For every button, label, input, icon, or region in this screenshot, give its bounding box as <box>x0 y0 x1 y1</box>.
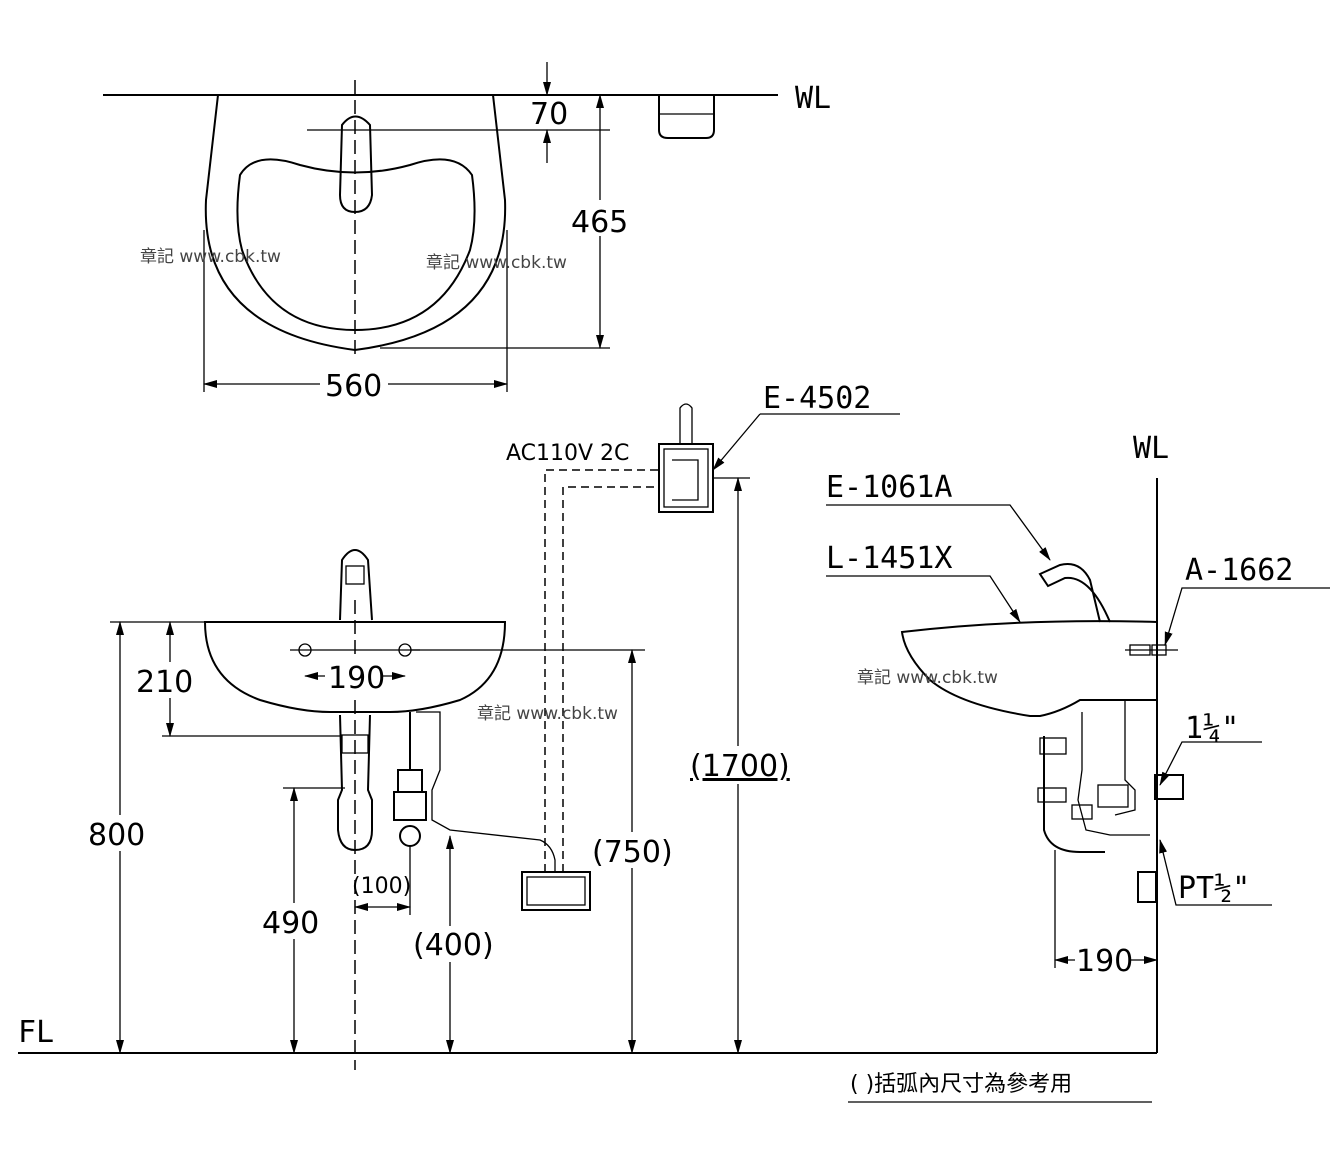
leader-supply <box>1159 839 1272 906</box>
label-e4502: E-4502 <box>763 381 871 416</box>
leader-drain <box>1159 741 1262 786</box>
leader-l1451x <box>826 575 1021 623</box>
supply-line-side <box>1077 712 1150 836</box>
label-a1662: A-1662 <box>1185 553 1293 588</box>
dim-490: 490 <box>262 906 319 941</box>
label-drain: 1¼" <box>1185 711 1239 746</box>
dim-1700-bg <box>688 746 788 784</box>
sensor-box-inner <box>663 448 709 508</box>
cable-front <box>416 711 556 872</box>
wl-label-top: WL <box>795 81 831 116</box>
dim-1700: (1700) <box>690 749 790 784</box>
dim-210: 210 <box>136 665 193 700</box>
wl-label-side: WL <box>1133 431 1169 466</box>
faucet-front <box>339 549 373 621</box>
dim-750-bg <box>590 832 674 868</box>
hose-side <box>1114 700 1136 816</box>
watermark-3: 章記 www.cbk.tw <box>477 704 618 724</box>
dim-190-side-bg <box>1075 944 1131 976</box>
dim-560-bg <box>320 368 388 402</box>
label-supply: PT½" <box>1178 871 1250 906</box>
plan-view: 70 465 560 WL 章記 www.cbk.tw 章記 www.cbk.t… <box>103 62 831 404</box>
conduit-b <box>562 486 660 872</box>
faucet-plan <box>338 115 374 214</box>
hanger-nut-1 <box>1129 644 1151 656</box>
trap-side <box>1043 736 1105 853</box>
trap-nut-side-2 <box>1037 787 1067 803</box>
supply-stop <box>1137 871 1157 903</box>
dim-400: (400) <box>413 928 494 963</box>
watermark-2: 章記 www.cbk.tw <box>426 253 567 273</box>
angle-valve <box>399 825 421 847</box>
bowl-outline-plan <box>236 158 476 332</box>
dim-490-bg <box>262 903 326 939</box>
sensor-window <box>672 459 699 501</box>
faucet-side <box>1038 563 1111 623</box>
dim-800-bg <box>88 815 152 851</box>
dim-210-bg <box>136 662 196 698</box>
control-box-inner <box>526 876 586 906</box>
hanger-nut-2 <box>1151 644 1167 656</box>
sensor-wire <box>679 403 693 444</box>
dim-190-bg <box>325 660 381 694</box>
valve-side <box>1097 784 1129 808</box>
drain-outlet <box>1154 774 1184 800</box>
front-view: FL E-4502 AC110V 2C <box>18 381 1157 1070</box>
solenoid-side <box>1071 804 1093 820</box>
solenoid <box>397 769 423 793</box>
label-l1451x: L-1451X <box>826 541 952 576</box>
dim-100: (100) <box>352 874 411 899</box>
dim-750: (750) <box>592 835 673 870</box>
dim-560: 560 <box>325 369 382 404</box>
leader-a1662 <box>1164 587 1330 646</box>
fl-label: FL <box>18 1015 54 1050</box>
dim-800: 800 <box>88 818 145 853</box>
sensor-box <box>658 443 714 513</box>
leader-e4502 <box>712 413 761 471</box>
valve-body <box>393 791 427 821</box>
conduit-a <box>544 469 660 872</box>
side-view: WL E-1061A L-1451X A-1662 1¼" PT½" 1 <box>826 431 1330 1053</box>
basin-front <box>203 621 507 713</box>
sensor-plan <box>658 95 715 139</box>
dim-190-front: 190 <box>328 661 385 696</box>
dim-465-bg <box>570 200 630 236</box>
label-e1061a: E-1061A <box>826 470 952 505</box>
leader-e1061a <box>826 504 1051 561</box>
trap-nut-side <box>1039 737 1067 755</box>
dim-190-side: 190 <box>1076 944 1133 979</box>
watermark-4: 章記 www.cbk.tw <box>857 668 998 688</box>
control-box <box>521 871 591 911</box>
basin-side <box>900 620 1158 717</box>
watermark-1: 章記 www.cbk.tw <box>140 247 281 267</box>
dim-400-bg <box>412 926 490 962</box>
note-text: ( )括弧內尺寸為參考用 <box>850 1072 1072 1097</box>
dim-70: 70 <box>530 97 568 132</box>
faucet-front-sensor <box>345 565 365 585</box>
dim-465: 465 <box>571 205 628 240</box>
label-ac: AC110V 2C <box>506 441 629 466</box>
